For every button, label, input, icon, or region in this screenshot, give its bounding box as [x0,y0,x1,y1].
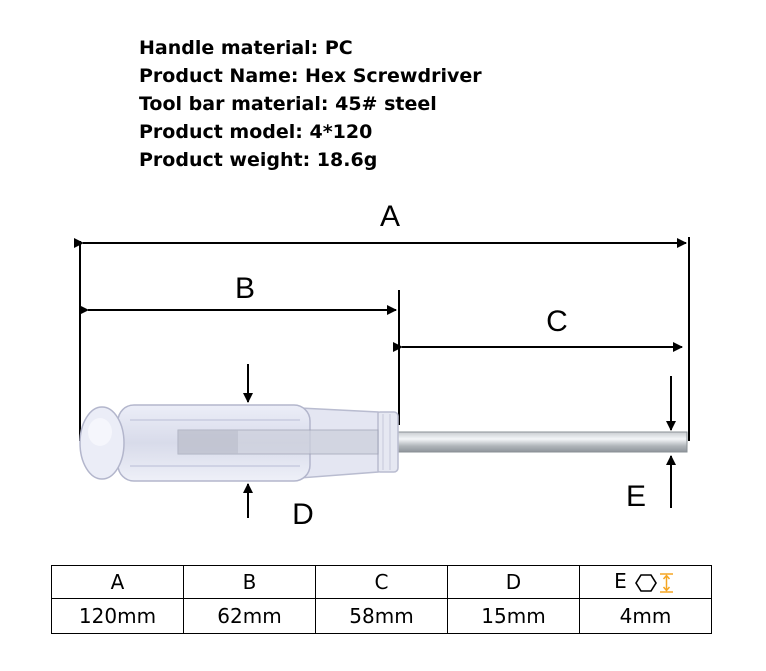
spec-list: Handle material: PC Product Name: Hex Sc… [139,34,482,174]
spec-product-model: Product model: 4*120 [139,121,373,143]
hex-size-icon [634,573,673,593]
screwdriver-shaft [393,431,688,453]
dimension-c-label: C [546,305,568,338]
table-header-d: D [447,565,580,599]
dimension-a-label: A [380,200,400,233]
dimension-table: A B C D E 120mm 62mm 58mm 15mm 4mm [51,565,712,634]
table-header-b: B [183,565,316,599]
dimension-e-label: E [626,480,646,513]
spec-product-weight: Product weight: 18.6g [139,149,378,171]
table-value-e: 4mm [579,598,712,634]
table-header-e: E [614,569,627,594]
table-value-row: 120mm 62mm 58mm 15mm 4mm [51,598,712,634]
dimension-b-label: B [235,272,255,305]
spec-bar-material: Tool bar material: 45# steel [139,93,437,115]
spec-handle-material: Handle material: PC [139,37,353,59]
table-value-b: 62mm [183,598,316,634]
handle-collar [375,411,399,473]
table-header-a: A [51,565,184,599]
table-header-c: C [315,565,448,599]
table-header-row: A B C D E [51,565,712,599]
screwdriver-image [79,404,688,482]
table-value-d: 15mm [447,598,580,634]
spec-product-name: Product Name: Hex Screwdriver [139,65,482,87]
table-header-e-cell: E [579,565,712,599]
table-value-a: 120mm [51,598,184,634]
screwdriver-diagram: A B C D E [74,200,690,531]
dimension-d-label: D [292,498,314,531]
table-value-c: 58mm [315,598,448,634]
